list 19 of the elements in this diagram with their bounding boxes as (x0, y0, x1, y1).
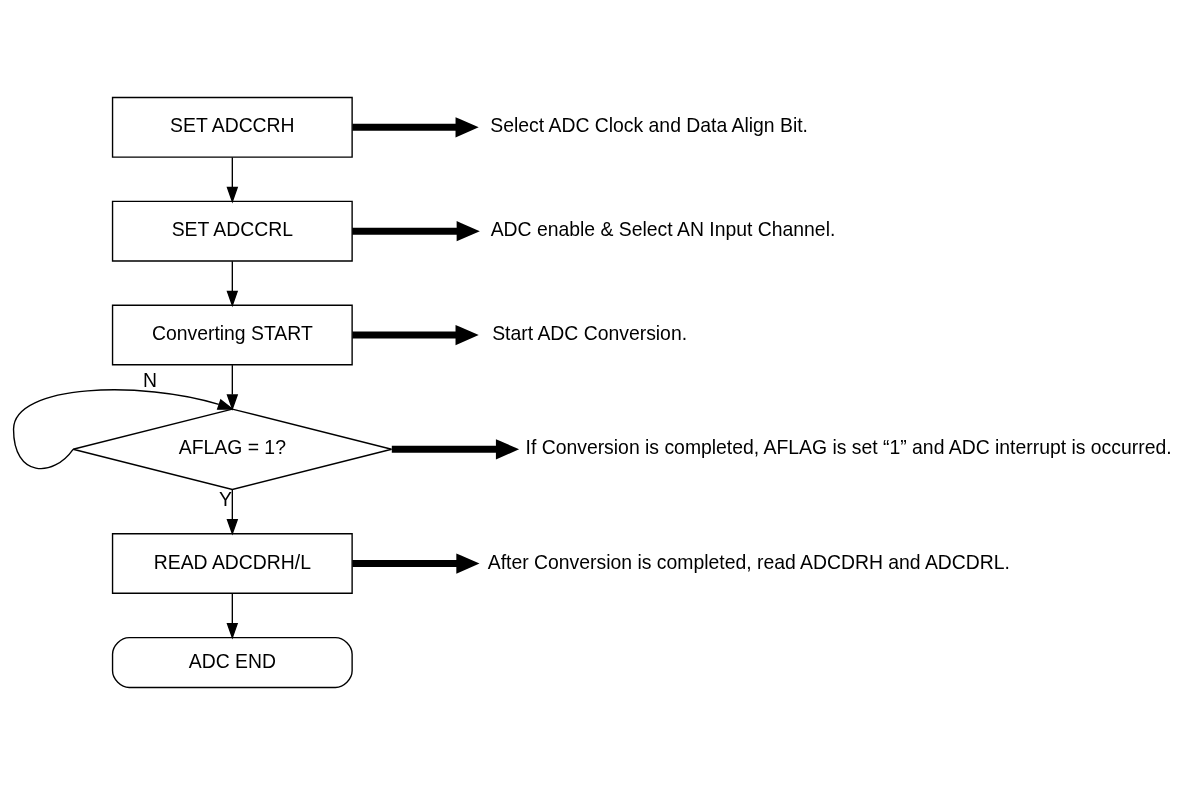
node-text: Start ADC Conversion. (492, 322, 688, 345)
node-box: SET ADCCRH (111, 96, 353, 158)
arrow (226, 488, 239, 536)
node-text: If Conversion is completed, AFLAG is set “1” and ADC interrupt is occurred. (525, 436, 1172, 459)
node-box: READ ADCDRH/L (111, 533, 353, 594)
node-text: After Conversion is completed, read ADCDRH and ADCDRL. (487, 550, 1010, 573)
node-diamond: AFLAG = 1? (72, 408, 393, 491)
node-box: SET ADCCRL (111, 200, 353, 262)
node-text: Select ADC Clock and Data Align Bit. (490, 114, 809, 137)
edge-label: N (142, 368, 157, 391)
arrow (226, 593, 239, 640)
node-box: ADC END (111, 636, 353, 689)
arrow (226, 364, 239, 411)
arrow (12, 389, 235, 470)
arrow (226, 156, 239, 204)
arrow (226, 260, 239, 308)
node-box: Converting START (111, 304, 353, 366)
node-text: ADC enable & Select AN Input Channel. (490, 218, 836, 241)
arrow (391, 439, 520, 460)
